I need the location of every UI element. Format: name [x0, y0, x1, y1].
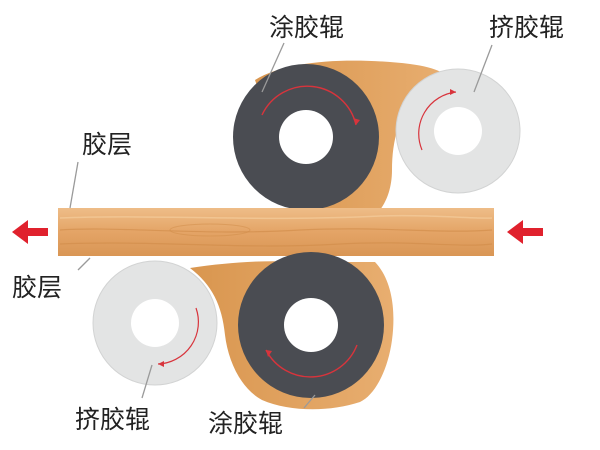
leader-line — [303, 394, 316, 409]
rotation-arrow-icon — [353, 118, 360, 125]
rotation-arrow-icon — [158, 361, 164, 367]
label-coating-roller-top: 涂胶辊 — [269, 13, 344, 42]
leader-line — [261, 42, 285, 93]
leader-line — [141, 364, 153, 399]
label-coating-roller-bottom: 涂胶辊 — [208, 409, 283, 438]
arrow-left-icon — [12, 220, 48, 244]
squeeze-roller-bottom — [92, 260, 218, 386]
leader-line — [473, 44, 493, 93]
label-glue-layer-bottom: 胶层 — [12, 273, 62, 302]
leader-line — [69, 161, 79, 209]
rotation-arrow-icon — [450, 89, 456, 95]
coating-roller-top — [233, 64, 379, 210]
arrow-left-icon — [507, 220, 543, 244]
label-squeeze-roller-top: 挤胶辊 — [489, 13, 564, 42]
coating-roller-bottom — [238, 252, 384, 398]
squeeze-roller-top — [395, 68, 521, 194]
rotation-arrow-icon — [261, 85, 357, 126]
rotation-arrow-icon — [266, 350, 272, 357]
rotation-arrow-icon — [265, 344, 358, 378]
rotation-arrow-icon — [157, 307, 199, 365]
rotation-arrow-icon — [418, 91, 457, 151]
leader-line — [77, 257, 91, 271]
wood-board — [58, 208, 494, 256]
label-glue-layer-top: 胶层 — [82, 130, 132, 159]
label-squeeze-roller-bottom: 挤胶辊 — [75, 405, 150, 434]
